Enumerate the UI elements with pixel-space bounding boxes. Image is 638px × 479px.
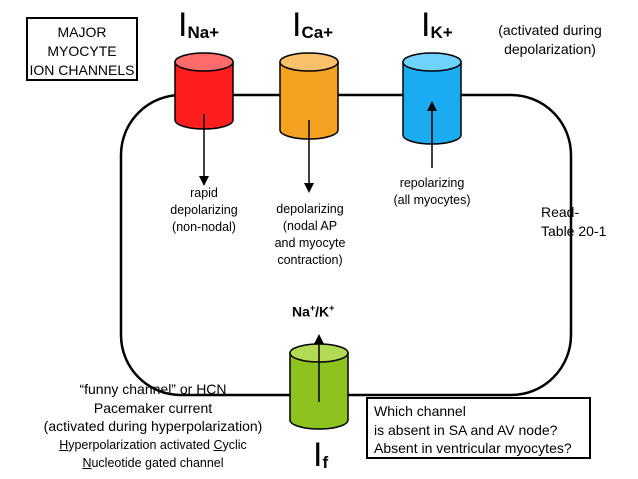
na-description: rapid depolarizing (non-nodal) (145, 185, 263, 236)
ion-text: Na (292, 303, 310, 320)
label-subscript: K+ (430, 23, 453, 42)
ion-charge: + (329, 303, 335, 313)
ca-description: depolarizing (nodal AP and myocyte contr… (251, 201, 369, 269)
ion-charge: + (309, 303, 316, 313)
underlined-letter: H (59, 437, 69, 452)
note-line: (activated during (498, 22, 602, 38)
question-box: Which channel is absent in SA and AV nod… (366, 397, 591, 459)
label-subscript: Ca+ (301, 23, 334, 42)
ca-channel-icon (279, 52, 339, 140)
funny-ion-label: Na+/K+ (292, 303, 334, 320)
activated-note: (activated during depolarization) (484, 21, 616, 58)
note-line: (activated during hyperpolarization) (43, 418, 263, 434)
k-description: repolarizing (all myocytes) (373, 175, 491, 209)
label-symbol: I (178, 6, 188, 44)
description-line: repolarizing (399, 176, 465, 190)
underlined-letter: N (82, 455, 92, 470)
title-line: MAJOR (57, 24, 107, 40)
description-line: (nodal AP (282, 219, 338, 233)
note-line: depolarization) (504, 40, 596, 57)
funny-channel-note: “funny channel” or HCN Pacemaker current… (28, 380, 278, 472)
note-line: “funny channel” or HCN (79, 381, 227, 397)
description-line: depolarizing (170, 203, 238, 217)
read-note: Read- Table 20-1 (541, 203, 606, 240)
label-subscript: Na+ (187, 23, 220, 42)
description-line: (all myocytes) (393, 193, 471, 207)
question-line: Which channel (374, 403, 466, 419)
description-line: rapid (190, 186, 218, 200)
label-symbol: I (313, 436, 323, 474)
ion-text: /K (315, 303, 330, 320)
na-channel-icon (174, 52, 234, 130)
note-text: yclic (222, 437, 247, 452)
label-symbol: I (421, 6, 431, 44)
note-line: Hyperpolarization activated Cyclic (28, 436, 278, 454)
funny-channel-label: If (313, 438, 328, 478)
description-line: (non-nodal) (172, 220, 236, 234)
k-channel-label: IK+ (421, 8, 453, 48)
note-line: Table 20-1 (541, 222, 607, 239)
label-subscript: f (322, 453, 329, 472)
description-line: depolarizing (276, 202, 344, 216)
title-line: ION CHANNELS (29, 62, 135, 78)
note-text: ucleotide gated channel (91, 455, 224, 470)
underlined-letter: C (213, 437, 223, 452)
title-line: MYOCYTE (47, 43, 117, 59)
question-line: Absent in ventricular myocytes? (374, 440, 572, 456)
note-line: Nucleotide gated channel (28, 454, 278, 472)
note-line: Read- (541, 204, 580, 220)
ca-channel-label: ICa+ (292, 8, 333, 48)
description-line: contraction) (277, 253, 343, 267)
note-line: Pacemaker current (93, 399, 213, 416)
note-text: yperpolarization activated (68, 437, 214, 452)
title-box: MAJOR MYOCYTE ION CHANNELS (26, 17, 138, 81)
description-line: and myocyte (274, 236, 346, 250)
na-channel-label: INa+ (178, 8, 219, 48)
label-symbol: I (292, 6, 302, 44)
question-line: is absent in SA and AV node? (374, 421, 558, 438)
